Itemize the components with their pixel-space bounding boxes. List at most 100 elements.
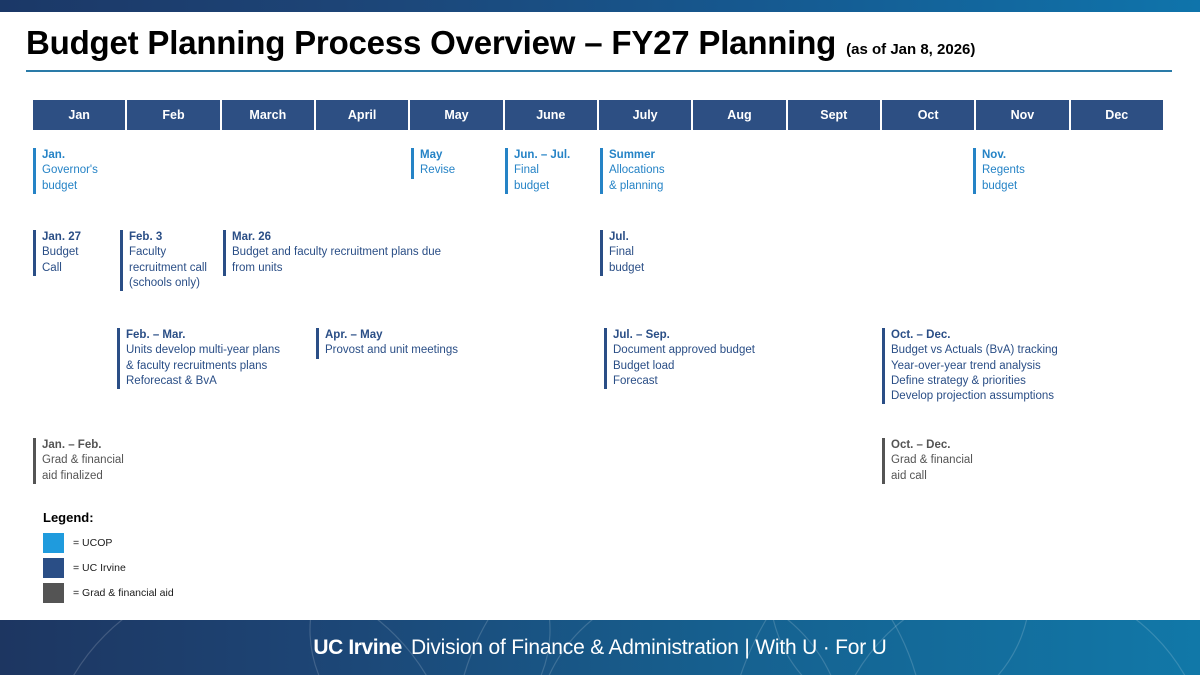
timeline-entry-line: Units develop multi-year plans	[126, 344, 281, 357]
timeline-entry-line: Define strategy & priorities	[891, 374, 1026, 387]
legend-item-label: = UC Irvine	[73, 562, 126, 574]
timeline-entry-heading: Jan.	[42, 149, 66, 161]
footer-tagline: Division of Finance & Administration | W…	[410, 635, 887, 659]
title-underline	[26, 70, 1172, 72]
month-header-label: June	[536, 108, 566, 122]
month-header-jan: Jan	[33, 100, 128, 130]
timeline-entry-line: Document approved budget	[613, 344, 755, 357]
timeline-entry-line: Forecast	[613, 374, 658, 387]
month-header-nov: Nov	[976, 100, 1071, 130]
month-header-label: July	[632, 108, 658, 122]
timeline-entry-line: (schools only)	[129, 276, 200, 289]
timeline-entry-line: Year-over-year trend analysis	[891, 359, 1041, 372]
timeline-entry-line: Governor's	[42, 164, 98, 177]
timeline-entry-line: & faculty recruitments plans	[126, 359, 268, 372]
month-header-sept: Sept	[787, 100, 882, 130]
month-header-label: May	[444, 108, 469, 122]
timeline-entry-heading: May	[420, 149, 443, 161]
footer-arc-pattern	[73, 620, 1186, 675]
timeline-entry-heading: Jan. 27	[42, 231, 81, 243]
month-header-aug: Aug	[693, 100, 788, 130]
timeline-entry: Oct. – Dec. Grad & financial aid call	[882, 438, 973, 484]
timeline-entry-heading: Apr. – May	[325, 329, 383, 341]
month-header-label: Nov	[1010, 108, 1035, 122]
month-header-label: Aug	[727, 108, 752, 122]
timeline-entry-heading: Nov.	[982, 149, 1007, 161]
timeline-entry-line: Budget load	[613, 359, 675, 372]
timeline-entry-line: aid call	[891, 469, 927, 482]
timeline-entry: Jan. Governor's budget	[33, 148, 98, 194]
timeline-entry-line: Budget	[42, 246, 79, 259]
month-header-march: March	[221, 100, 316, 130]
timeline-entry: Nov. Regents budget	[973, 148, 1025, 194]
timeline-entry-heading: Jan. – Feb.	[42, 439, 102, 451]
timeline-entry: Mar. 26 Budget and faculty recruitment pl…	[223, 230, 441, 276]
timeline-entry-heading: Feb. 3	[129, 231, 163, 243]
timeline-entry: Oct. – Dec.Budget vs Actuals (BvA) track…	[882, 328, 1058, 405]
month-header-label: Feb	[162, 108, 185, 122]
timeline-entry-line: Provost and unit meetings	[325, 344, 458, 357]
timeline-entry-line: budget	[514, 179, 550, 192]
timeline-entry-line: budget	[982, 179, 1018, 192]
legend-item: = UCOP	[43, 533, 174, 553]
timeline-entry: Jan. – Feb. Grad & financial aid finalized	[33, 438, 124, 484]
timeline-entry-heading: Oct. – Dec.	[891, 439, 951, 451]
timeline-entry-line: Reforecast & BvA	[126, 374, 217, 387]
month-header-feb: Feb	[127, 100, 222, 130]
month-header-label: April	[347, 108, 377, 122]
timeline-entry-heading: Summer	[609, 149, 656, 161]
month-header-july: July	[598, 100, 694, 130]
timeline-entry-line: from units	[232, 261, 283, 274]
timeline-entry-line: Grad & financial	[42, 454, 124, 467]
timeline-entry-heading: Mar. 26	[232, 231, 271, 243]
month-header-label: Dec	[1105, 108, 1129, 122]
timeline-entry: Jul. Final budget	[600, 230, 644, 276]
legend-item: = UC Irvine	[43, 558, 174, 578]
month-header-label: March	[249, 108, 287, 122]
legend-item-label: = Grad & financial aid	[73, 587, 174, 599]
legend-swatch-icon	[43, 558, 64, 578]
timeline-entry-line: Grad & financial	[891, 454, 973, 467]
page-title: Budget Planning Process Overview – FY27 …	[26, 24, 1174, 62]
month-header-april: April	[315, 100, 411, 130]
month-header-june: June	[504, 100, 599, 130]
timeline-entry: Feb. – Mar. Units develop multi-year plan…	[117, 328, 281, 390]
legend-swatch-icon	[43, 533, 64, 553]
timeline-entry: Jun. – Jul. Final budget	[505, 148, 570, 194]
timeline-entry-line: Allocations	[609, 164, 665, 177]
month-header-row: Jan Feb March April May June July Aug Sept Oct Nov…	[33, 100, 1163, 130]
timeline-entry-line: budget	[42, 179, 78, 192]
month-header-label: Oct	[917, 108, 939, 122]
legend-item: = Grad & financial aid	[43, 583, 174, 603]
footer-bar: UC Irvine Division of Finance & Administ…	[0, 620, 1200, 675]
timeline-entry-line: Regents	[982, 164, 1025, 177]
footer-brand: UC Irvine	[313, 635, 402, 659]
timeline-entry-line: Develop projection assumptions	[891, 390, 1055, 403]
timeline-entry-heading: Feb. – Mar.	[126, 329, 186, 341]
timeline-entry-line: aid finalized	[42, 469, 103, 482]
timeline-entry-line: & planning	[609, 179, 664, 192]
legend: Legend: = UCOP= UC Irvine= Grad & financ…	[43, 510, 174, 608]
page-title-asof: (as of Jan 8, 2026)	[846, 41, 976, 58]
timeline-entry-heading: Jun. – Jul.	[514, 149, 571, 161]
timeline-entry-line: Call	[42, 261, 62, 274]
timeline-entry-line: Revise	[420, 164, 456, 177]
timeline-entry-line: budget	[609, 261, 645, 274]
timeline-entry-line: Faculty	[129, 246, 167, 259]
timeline-entry-line: Final	[514, 164, 539, 177]
legend-swatch-icon	[43, 583, 64, 603]
month-header-label: Jan	[68, 108, 90, 122]
timeline-entry-line: Final	[609, 246, 634, 259]
timeline-entry-line: recruitment call	[129, 261, 207, 274]
timeline-entry-line: Budget and faculty recruitment plans due	[232, 246, 442, 259]
timeline-entry-line: Budget vs Actuals (BvA) tracking	[891, 344, 1058, 357]
timeline-entry-heading: Jul. – Sep.	[613, 329, 670, 341]
month-header-dec: Dec	[1070, 100, 1163, 130]
legend-item-label: = UCOP	[73, 537, 113, 549]
timeline-entry-heading: Jul.	[609, 231, 629, 243]
month-header-label: Sept	[820, 108, 848, 122]
